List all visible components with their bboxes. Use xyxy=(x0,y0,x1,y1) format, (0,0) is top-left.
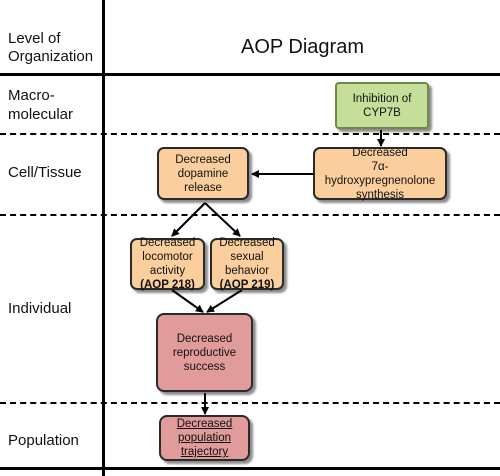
arrow-ke2-to-ke4 xyxy=(204,202,241,237)
node-ke3-line1: Decreased xyxy=(139,237,196,249)
node-ke3-line2: locomotor activity xyxy=(142,251,193,277)
bottom-border xyxy=(0,467,500,470)
level-divider-2 xyxy=(0,214,500,216)
arrow-ke3-to-ao1 xyxy=(171,289,204,313)
node-ke1-line2: 7α-hydroxypregnenolone xyxy=(324,160,436,187)
level-cell-tissue: Cell/Tissue xyxy=(8,164,82,181)
arrow-ke4-to-ao1 xyxy=(206,289,243,313)
level-header-line2: Organization xyxy=(8,48,94,65)
node-ke-decreased-sexual-behavior: Decreased sexual behavior (AOP 219) xyxy=(210,237,284,291)
node-ke-decreased-dopamine-release: Decreased dopamine release xyxy=(157,147,249,200)
arrow-ke2-to-ke3 xyxy=(171,202,206,237)
column-divider xyxy=(102,0,105,476)
level-macromolecular-line1: Macro- xyxy=(8,87,55,104)
node-ke1-line1: Decreased xyxy=(352,146,408,159)
level-column-header: Level of Organization xyxy=(8,30,93,66)
node-ao1-line3: success xyxy=(183,360,226,373)
node-ke4-line1: Decreased sexual xyxy=(219,237,275,263)
node-ke-decreased-7a-synthesis: Decreased 7α-hydroxypregnenolone synthes… xyxy=(313,146,447,201)
node-ke2-line1: Decreased xyxy=(175,153,231,166)
node-ke1-line3: synthesis xyxy=(356,188,404,201)
level-divider-3 xyxy=(0,402,500,404)
level-divider-1 xyxy=(0,133,500,135)
node-ke4-line2: behavior xyxy=(224,265,270,277)
node-ke3-aop-ref: (AOP 218) xyxy=(140,279,195,291)
node-ao2-line2: population xyxy=(177,432,232,444)
diagram-title: AOP Diagram xyxy=(240,36,364,58)
node-ao2-line3: trajectory xyxy=(180,446,229,458)
node-ao1-line1: Decreased xyxy=(176,332,233,345)
level-population: Population xyxy=(8,432,79,449)
node-ke-decreased-locomotor-activity: Decreased locomotor activity (AOP 218) xyxy=(130,237,205,291)
node-ao1-line2: reproductive xyxy=(172,346,237,359)
node-ke2-line2: dopamine release xyxy=(177,167,229,194)
node-ao-decreased-reproductive-success: Decreased reproductive success xyxy=(156,313,253,392)
node-ao-decreased-population-trajectory: Decreased population trajectory xyxy=(159,415,250,461)
node-mie-text: Inhibition of CYP7B xyxy=(352,92,412,119)
node-mie-inhibition-cyp7b: Inhibition of CYP7B xyxy=(335,82,429,129)
level-individual: Individual xyxy=(8,300,72,317)
level-header-line1: Level of xyxy=(8,30,61,47)
node-ao2-line1: Decreased xyxy=(176,418,233,430)
node-ke4-aop-ref: (AOP 219) xyxy=(219,279,275,291)
header-divider xyxy=(0,73,500,76)
level-macromolecular: Macro- molecular xyxy=(8,86,73,124)
level-macromolecular-line2: molecular xyxy=(8,106,74,123)
